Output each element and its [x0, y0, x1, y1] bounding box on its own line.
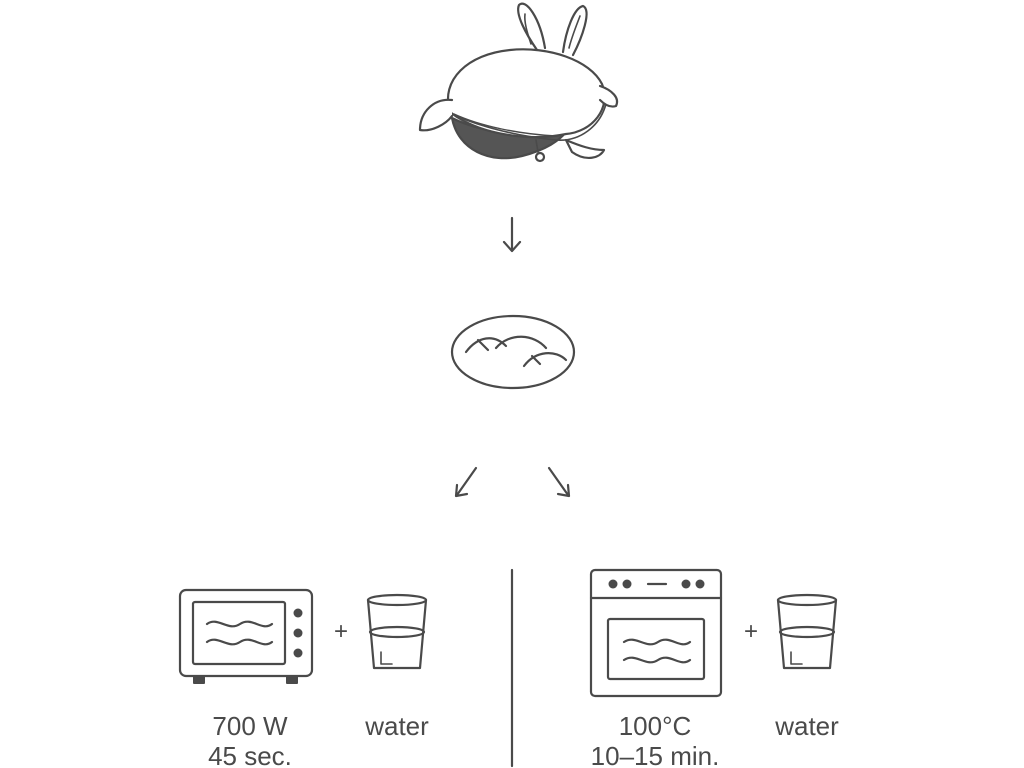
bunny-heat-pack-icon: [420, 4, 617, 161]
oven-time-label: 10–15 min.: [575, 741, 735, 768]
arrow-down-right-icon: [549, 468, 569, 496]
plus-sign: +: [334, 618, 348, 646]
water-glass-icon: [778, 595, 836, 668]
water-glass-icon: [368, 595, 426, 668]
microwave-power-label: 700 W: [180, 711, 320, 741]
heat-pad-icon: [452, 316, 574, 388]
oven-temperature-label: 100°C: [580, 711, 730, 741]
water-label: water: [752, 711, 862, 741]
microwave-icon: [180, 590, 312, 684]
oven-icon: [591, 570, 721, 696]
plus-sign: +: [744, 618, 758, 646]
arrow-down-icon: [504, 218, 520, 251]
microwave-time-label: 45 sec.: [180, 741, 320, 768]
arrow-down-left-icon: [456, 468, 476, 496]
water-label: water: [342, 711, 452, 741]
